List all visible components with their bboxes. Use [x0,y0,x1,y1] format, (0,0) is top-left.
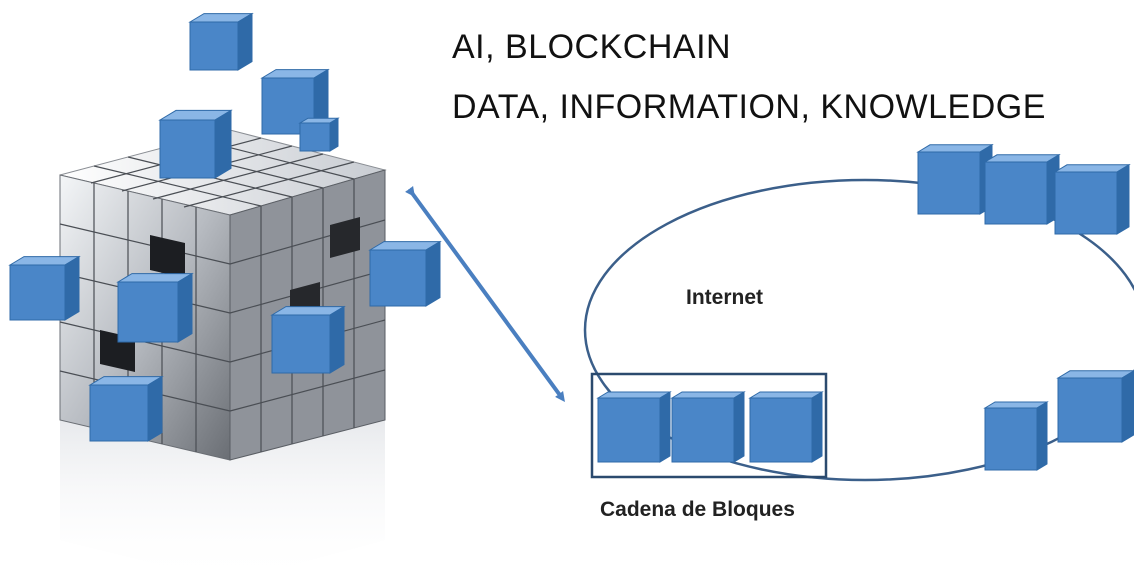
blue-cube-icon [368,240,442,307]
blue-cube-icon [8,255,81,321]
double-arrow-icon [405,186,565,403]
blockchain-block-icon [748,391,824,463]
ring-blocks [916,143,1134,471]
blue-cube-icon [298,117,340,152]
internet-label: Internet [686,286,764,309]
internet-ring [583,178,1134,482]
chain-frame [590,372,828,479]
cube-cluster-icon [8,12,442,583]
title-line-1: AI, BLOCKCHAIN [452,28,732,66]
blockchain-block-icon [983,153,1061,225]
blockchain-block-icon [983,401,1049,471]
blockchain-block-icon [596,391,672,463]
blockchain-block-icon [1056,370,1134,443]
blue-cube-icon [188,12,254,71]
title-line-2: DATA, INFORMATION, KNOWLEDGE [452,88,1046,126]
blue-cube-icon [270,305,346,374]
chain-blocks [596,391,824,463]
blue-cube-icon [158,109,233,179]
blockchain-block-icon [916,143,994,215]
blockchain-label: Cadena de Bloques [600,498,795,521]
blockchain-block-icon [670,391,746,463]
blockchain-block-icon [1053,163,1131,235]
blue-cube-icon [116,272,194,343]
blue-cube-icon [88,375,164,442]
